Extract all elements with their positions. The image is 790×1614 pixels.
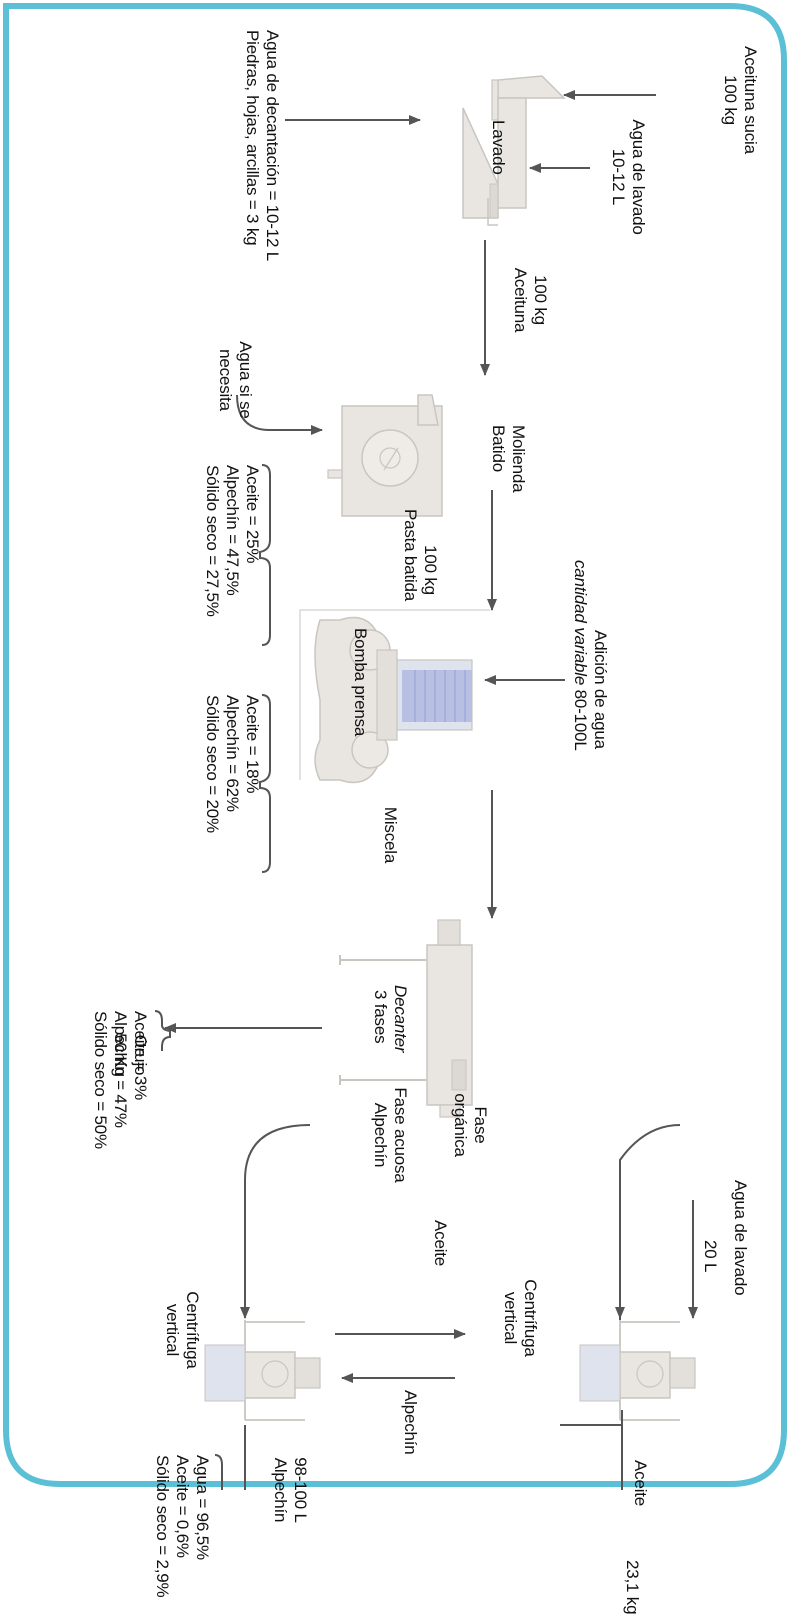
output-decant-water: Agua de decantación = 10-12 L xyxy=(263,30,282,261)
flow-miscela: Miscela xyxy=(381,806,400,864)
mill-machine xyxy=(327,394,443,517)
input-wash-water-2: Agua de lavado xyxy=(731,1180,750,1296)
composition-paste: Aceite = 25% Alpechín = 47,5% Sólido sec… xyxy=(203,465,262,617)
input-water-addition-1: Adición de agua xyxy=(591,630,610,749)
output-stones: Piedras, hojas, arcillas = 3 kg xyxy=(243,30,262,246)
flow-oil-between: Aceite xyxy=(431,1220,450,1267)
water-addition-italic: cantidad variable xyxy=(571,560,590,686)
washer-label: Lavado xyxy=(489,120,508,175)
flow-arrows xyxy=(164,90,698,1490)
arrow-organic-phase xyxy=(619,1124,681,1320)
mill-label: Molienda Batido xyxy=(489,425,528,493)
flow-paste-qty: 100 kg xyxy=(421,545,440,595)
output-aqueous-phase: Fase acuosa Alpechín xyxy=(371,1087,410,1183)
output-organic-phase: Fase orgánica xyxy=(451,1093,490,1157)
diagram-graphics xyxy=(154,75,698,1490)
centrifuge-1-label: Centrífuga vertical xyxy=(501,1279,540,1357)
bracket-miscela xyxy=(259,694,271,873)
final-oil-qty: 23,1 kg xyxy=(623,1560,642,1614)
composition-miscela: Aceite = 18% Alpechín = 62% Sólido seco … xyxy=(203,695,262,833)
final-alpechin: 98-100 L Alpechín xyxy=(271,1457,310,1523)
pump-label: Bomba prensa xyxy=(351,628,370,737)
washer-machine xyxy=(462,75,566,226)
water-addition-qty: 80-100L xyxy=(571,685,590,751)
flow-olive-label: 100 kg Aceituna xyxy=(511,267,550,333)
centrifuge-2-label: Centrífuga vertical xyxy=(163,1291,202,1369)
diagram-content: Aceituna sucia 100 kg Agua de lavado 10-… xyxy=(91,30,760,1614)
final-oil-name: Aceite xyxy=(631,1460,650,1507)
centrifuge-1-machine xyxy=(579,1320,696,1421)
decanter-label: Decanter xyxy=(391,985,410,1053)
decanter-phases: 3 fases xyxy=(371,990,390,1044)
composition-brackets xyxy=(154,464,271,1490)
decanter-machine xyxy=(339,919,473,1118)
input-dirty-olive: Aceituna sucia 100 kg xyxy=(721,46,760,154)
input-water-if-needed: Agua si se necesita xyxy=(216,341,255,419)
arrow-water-if-needed xyxy=(236,394,323,435)
bracket-paste xyxy=(259,464,271,646)
composition-orujo: Aceite = 3% Alpechín = 47% Sólido seco =… xyxy=(91,1011,150,1149)
diagram-frame xyxy=(3,3,787,1487)
flow-paste-name: Pasta batida xyxy=(401,508,420,602)
arrow-aqueous-phase xyxy=(240,1124,311,1319)
pump-press-machine xyxy=(299,609,490,784)
bracket-orujo xyxy=(154,1010,171,1051)
centrifuge-2-machine xyxy=(204,1320,321,1421)
input-wash-water: Agua de lavado 10-12 L xyxy=(609,119,648,235)
flow-alpechin-between: Alpechín xyxy=(401,1390,420,1455)
input-wash-water-2-qty: 20 L xyxy=(701,1240,720,1273)
composition-alpechin: Agua = 96,5% Aceite = 0,6% Sólido seco =… xyxy=(153,1455,212,1598)
frame-border xyxy=(3,3,787,1487)
bracket-alpechin xyxy=(211,1454,223,1490)
input-water-addition-2: cantidad variable 80-100L xyxy=(570,560,590,751)
